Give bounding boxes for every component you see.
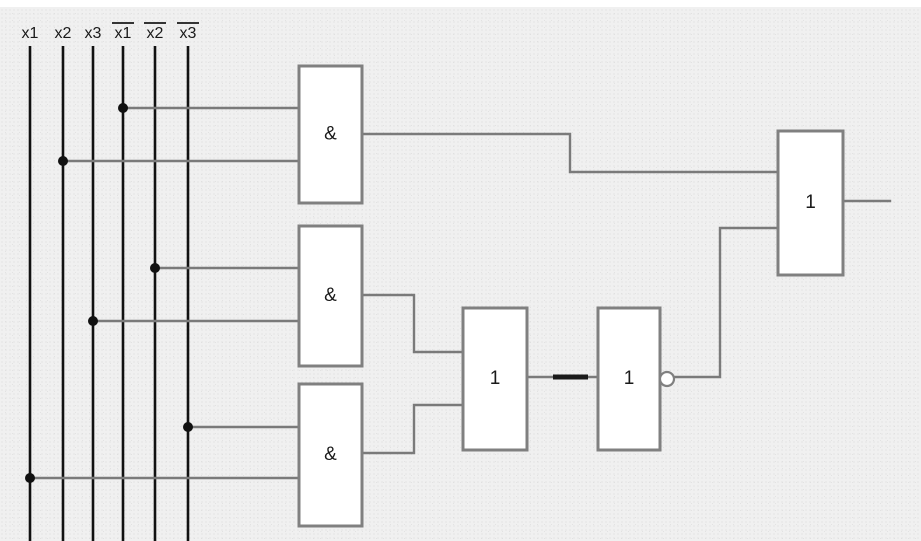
input-label-x3: x3 <box>85 25 102 42</box>
wire-group <box>28 106 892 480</box>
and-gate-1-label: & <box>324 124 337 145</box>
top-white-strip <box>0 0 921 7</box>
junction-x1-and3[interactable] <box>25 473 35 483</box>
input-label-x2-bar: x2 <box>147 25 164 42</box>
and-gate-3-label: & <box>324 444 337 465</box>
wire-and3-to-or1[interactable] <box>360 403 465 455</box>
junction-x3bar-and3[interactable] <box>183 422 193 432</box>
or-gate-1-label: 1 <box>490 368 501 389</box>
or-gate-out-label: 1 <box>805 192 816 213</box>
nor-gate-1[interactable] <box>596 306 662 452</box>
wire-and2-to-or1[interactable] <box>360 293 465 354</box>
and-gate-1[interactable] <box>297 64 364 205</box>
or-gate-out[interactable] <box>776 129 845 277</box>
junction-group <box>25 103 193 483</box>
nor-gate-1-label: 1 <box>624 368 635 389</box>
wire-and1-to-or-out[interactable] <box>360 132 780 174</box>
and-gate-2[interactable] <box>297 224 364 368</box>
input-label-x1: x1 <box>22 25 39 42</box>
gate-group: & & & 1 1 1 <box>297 64 845 528</box>
junction-x3-and2[interactable] <box>88 316 98 326</box>
input-label-group: x1 x2 x3 x1 x2 x3 <box>22 22 199 42</box>
junction-x2-and1[interactable] <box>58 156 68 166</box>
wire-nor-to-or-out[interactable] <box>672 226 780 379</box>
and-gate-3[interactable] <box>297 382 364 528</box>
or-gate-1[interactable] <box>461 306 529 452</box>
junction-x2bar-and2[interactable] <box>150 263 160 273</box>
input-label-x1-bar: x1 <box>115 25 132 42</box>
input-label-x2: x2 <box>55 25 72 42</box>
and-gate-2-label: & <box>324 285 337 306</box>
input-label-x3-bar: x3 <box>180 25 197 42</box>
input-bus-group <box>28 46 190 541</box>
nor-gate-1-invert-bubble <box>658 370 676 388</box>
junction-x1bar-and1[interactable] <box>118 103 128 113</box>
